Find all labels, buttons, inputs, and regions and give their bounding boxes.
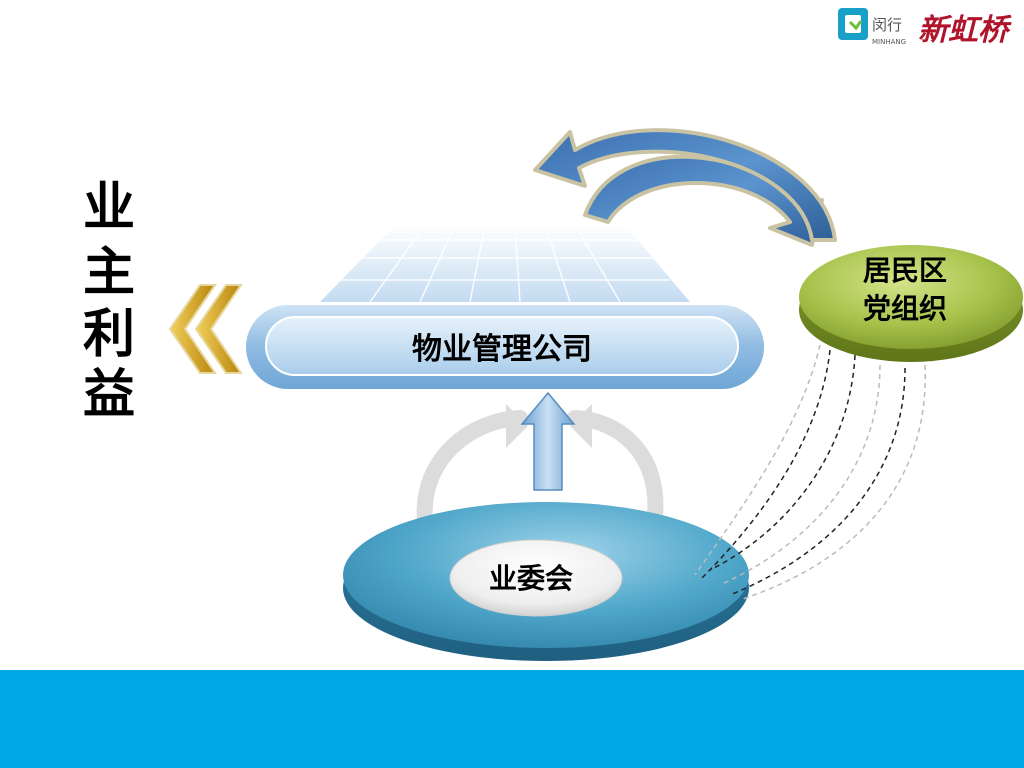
party-org-node: 居民区 党组织 xyxy=(799,245,1023,362)
feedback-loop-arcs xyxy=(416,404,664,528)
dashed-connectors xyxy=(694,344,926,601)
owners-committee-label: 业委会 xyxy=(489,562,573,595)
property-company-label: 物业管理公司 xyxy=(412,332,592,367)
calligraphy-logo: 新虹桥 xyxy=(918,13,1012,48)
side-label-char-2: 主 xyxy=(83,243,135,303)
up-arrow-icon xyxy=(520,391,576,491)
owners-committee-node: 业委会 xyxy=(343,502,749,661)
curved-arrow-to-company-icon xyxy=(533,128,837,242)
party-org-label-line1: 居民区 xyxy=(863,254,947,287)
side-label: 业 主 利 益 xyxy=(83,178,135,425)
perspective-fan xyxy=(320,224,690,303)
double-chevron-left-icon xyxy=(168,284,243,374)
side-label-char-1: 业 xyxy=(83,178,135,238)
side-label-char-4: 益 xyxy=(83,365,135,425)
party-org-label-line2: 党组织 xyxy=(863,292,947,325)
property-company-node: 物业管理公司 xyxy=(246,305,764,389)
footer-band xyxy=(0,670,1024,768)
header-logo: 闵行 MINHANG 新虹桥 xyxy=(838,8,1012,48)
logo-cn-text: 闵行 xyxy=(872,16,902,34)
logo-en-text: MINHANG xyxy=(872,38,906,46)
side-label-char-3: 利 xyxy=(83,305,135,365)
